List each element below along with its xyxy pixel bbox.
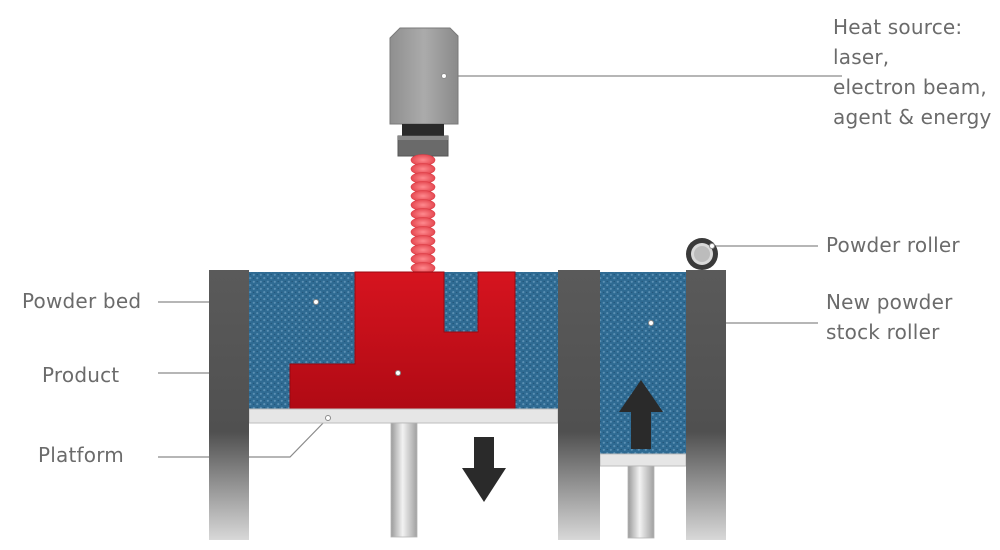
label-heat-source-line-2: laser, [833, 45, 890, 69]
build-piston [390, 422, 418, 538]
stock-platform [599, 453, 687, 467]
wall-middle [558, 270, 600, 540]
label-heat-source-line-1: Heat source: [833, 15, 963, 39]
leader-platform [158, 417, 329, 458]
label-heat-source: Heat source: laser, electron beam, agent… [833, 12, 992, 132]
laser-beam [410, 154, 436, 274]
label-heat-source-line-4: agent & energy [833, 105, 992, 129]
label-powder-bed: Powder bed [22, 289, 142, 313]
label-platform: Platform [38, 443, 124, 467]
arrow-up-icon [619, 380, 663, 449]
wall-left [209, 270, 249, 540]
label-new-powder-line-2: stock roller [826, 320, 940, 344]
label-powder-roller: Powder roller [826, 233, 960, 257]
label-new-powder-line-1: New powder [826, 290, 953, 314]
leader-dots [313, 243, 715, 421]
chamber-walls [209, 270, 726, 540]
build-platform [248, 408, 559, 424]
label-heat-source-line-3: electron beam, [833, 75, 987, 99]
powder-roller [686, 238, 718, 270]
arrow-down-icon [462, 437, 506, 502]
product [289, 271, 516, 410]
wall-right [686, 270, 726, 540]
label-product: Product [42, 363, 120, 387]
stock-piston [627, 465, 655, 539]
label-new-powder: New powder stock roller [826, 287, 953, 347]
heat-source-head [389, 27, 459, 157]
